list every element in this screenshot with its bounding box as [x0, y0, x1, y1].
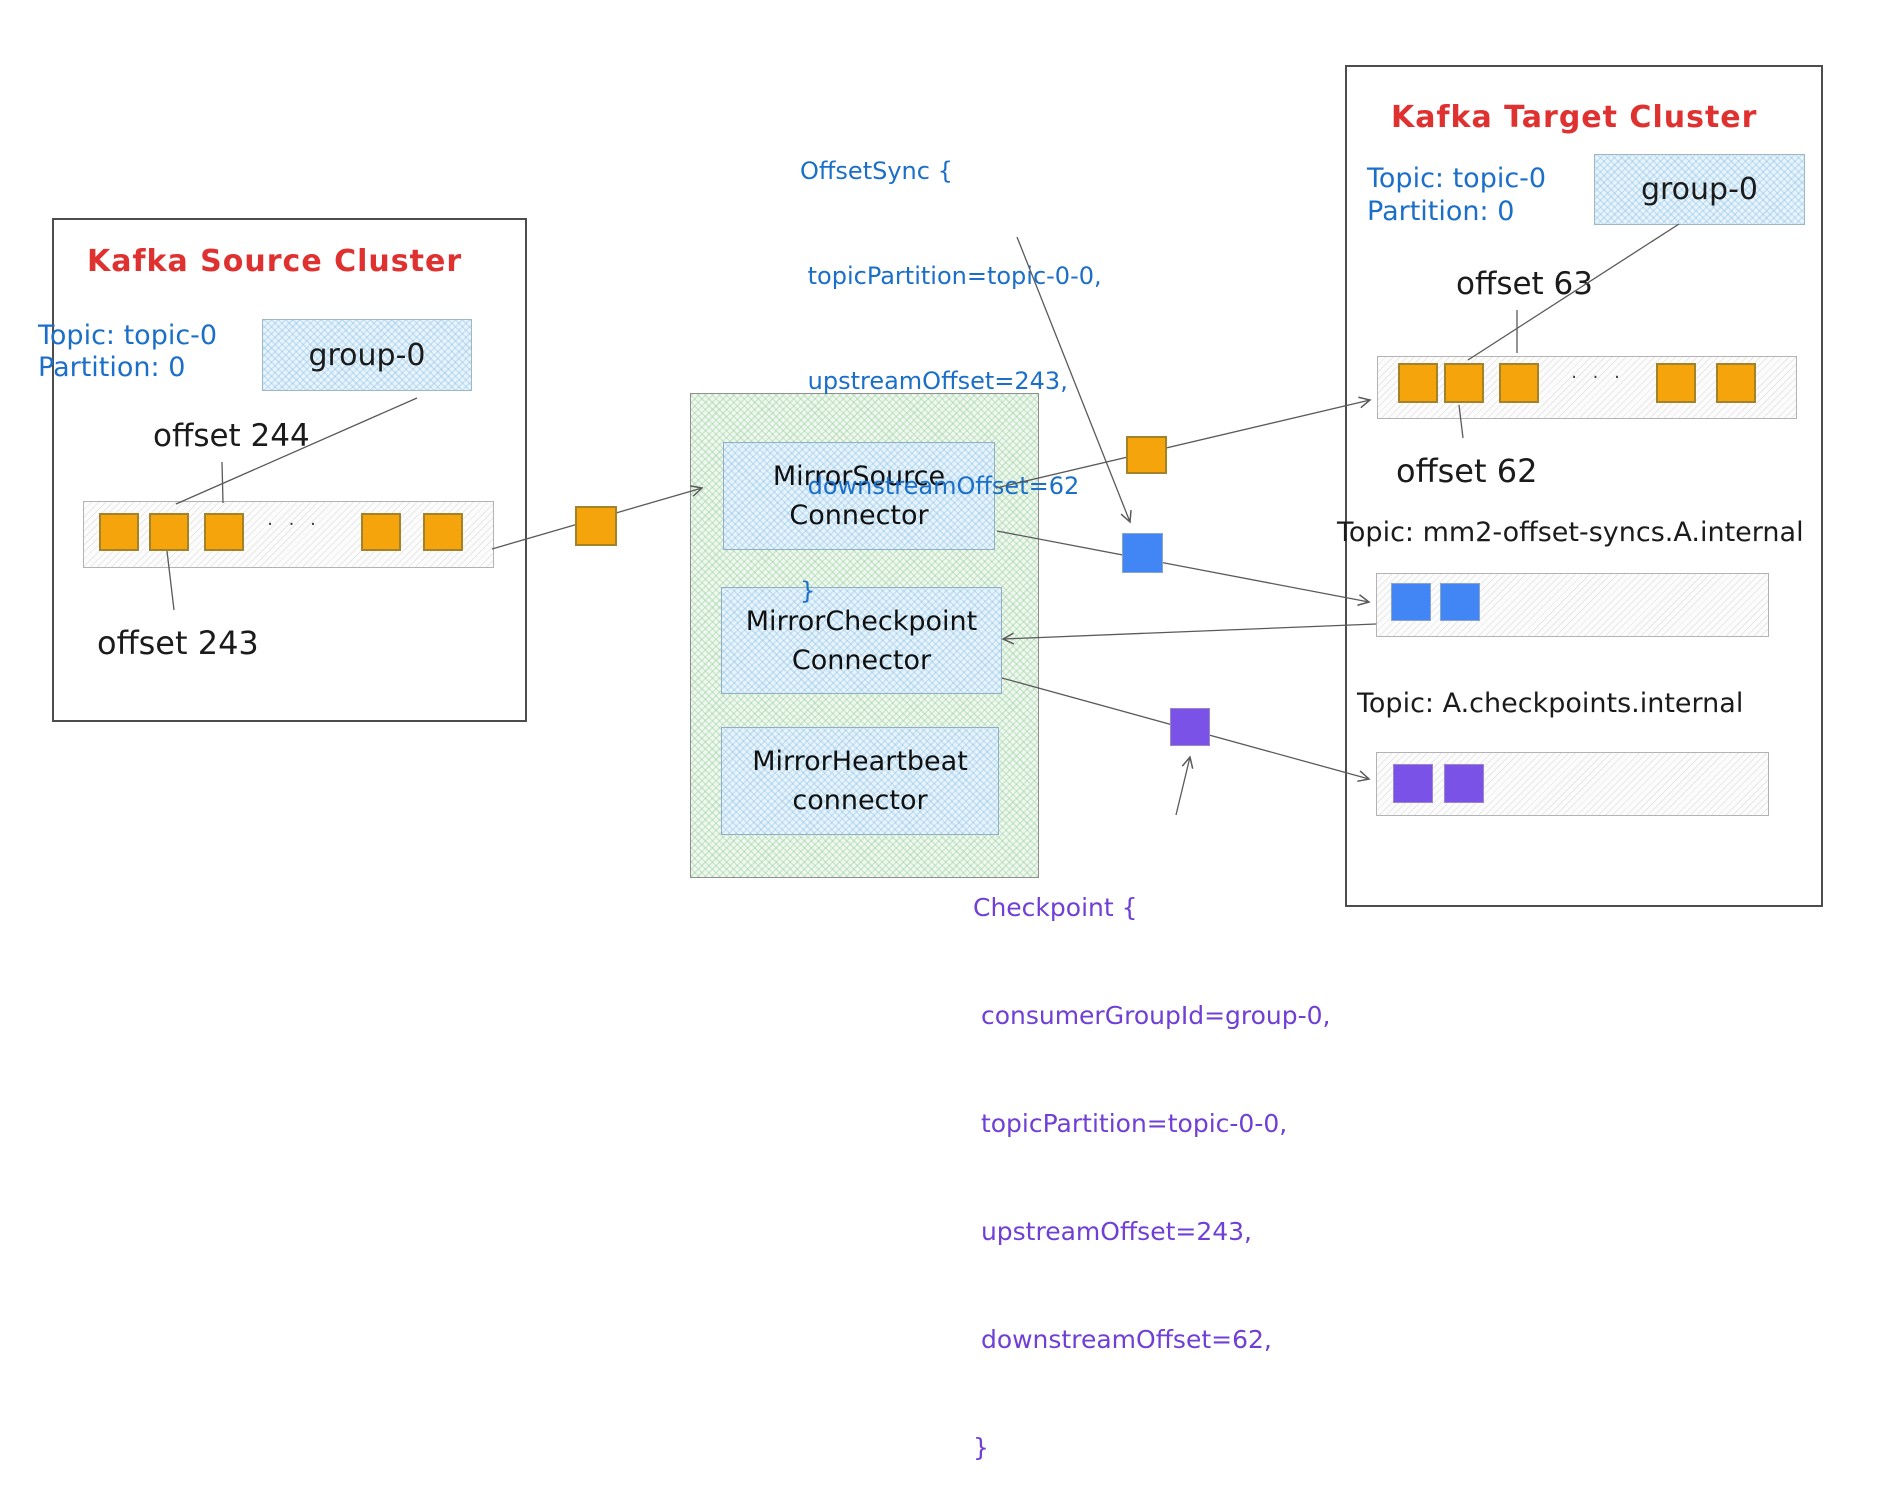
checkpoint-line: Checkpoint {: [973, 893, 1138, 922]
offsetsync-line: OffsetSync {: [800, 157, 953, 185]
record-square: [1440, 583, 1480, 621]
target-cluster-title: Kafka Target Cluster: [1391, 100, 1758, 135]
mirror-source-connector-label-line2: Connector: [789, 500, 929, 531]
mirror-checkpoint-connector-box: MirrorCheckpoint Connector: [721, 587, 1002, 694]
arrow-mirrorsource-to-target-partition: [995, 396, 1372, 489]
arrow-offsetsync-annotation-to-record: [1016, 236, 1132, 524]
checkpoint-line: consumerGroupId=group-0,: [973, 1001, 1331, 1030]
inflight-source-record-square: [575, 506, 617, 546]
source-consumer-group-box: group-0: [262, 319, 472, 391]
offsetsync-line: downstreamOffset=62: [800, 472, 1080, 500]
record-square: [1716, 363, 1756, 403]
target-consumer-group-label: group-0: [1640, 172, 1759, 207]
record-square: [99, 513, 139, 551]
record-square: [149, 513, 189, 551]
source-next-offset-label: offset 244: [153, 418, 310, 454]
offset-syncs-topic-bar: [1376, 573, 1769, 637]
offsetsync-line: topicPartition=topic-0-0,: [800, 262, 1102, 290]
record-square: [1499, 363, 1539, 403]
mirror-heartbeat-connector-label-line1: MirrorHeartbeat: [752, 746, 968, 777]
target-next-offset-label: offset 63: [1456, 266, 1594, 302]
mirror-checkpoint-connector-label-line2: Connector: [791, 644, 932, 676]
target-replicated-offset-label: offset 62: [1396, 452, 1538, 490]
inflight-offsetsync-record-square: [1122, 533, 1163, 573]
arrow-mirrorsource-to-offset-syncs-topic: [996, 530, 1371, 606]
record-square: [1444, 363, 1484, 403]
checkpoint-line: upstreamOffset=243,: [973, 1217, 1252, 1246]
mirror-heartbeat-connector-box: MirrorHeartbeat connector: [721, 727, 999, 835]
checkpoints-topic-bar: [1376, 752, 1769, 816]
target-consumer-group-box: group-0: [1594, 154, 1805, 225]
target-topic-label: Topic: topic-0: [1367, 163, 1547, 194]
target-partition-bar: · · ·: [1377, 356, 1797, 419]
source-partition-bar: · · ·: [83, 501, 494, 568]
record-square: [361, 513, 401, 551]
mirror-heartbeat-connector-label-line2: connector: [792, 785, 928, 816]
source-cluster-title: Kafka Source Cluster: [87, 244, 463, 279]
arrow-offset-syncs-topic-to-mirrorcheckpoint: [1001, 623, 1377, 645]
line-source-group-to-offset-244: [175, 397, 418, 505]
inflight-replicated-record-square: [1126, 436, 1167, 474]
tick-offset-243: [166, 550, 175, 611]
ellipsis: · · ·: [1571, 367, 1625, 388]
arrow-checkpoint-annotation-to-record: [1175, 755, 1194, 816]
offsetsync-line: upstreamOffset=243,: [800, 367, 1068, 395]
mm2-architecture-diagram: { "colors": { "red_title": "#e03131", "b…: [38, 65, 1823, 1462]
mirror-source-connector-label-line1: MirrorSource: [772, 461, 946, 492]
record-square: [1656, 363, 1696, 403]
source-partition-label: Partition: 0: [38, 352, 186, 383]
mirror-checkpoint-connector-label-line1: MirrorCheckpoint: [745, 605, 978, 637]
record-square: [1391, 583, 1431, 621]
checkpoint-line: downstreamOffset=62,: [973, 1325, 1272, 1354]
record-square: [1393, 764, 1433, 803]
source-topic-label: Topic: topic-0: [38, 320, 218, 351]
tick-offset-62: [1458, 404, 1464, 439]
source-cluster-box: [52, 218, 527, 722]
line-target-group-to-offset-63: [1467, 223, 1680, 361]
checkpoints-topic-label: Topic: A.checkpoints.internal: [1357, 688, 1744, 719]
record-square: [204, 513, 244, 551]
ellipsis: · · ·: [267, 514, 321, 535]
checkpoint-line: topicPartition=topic-0-0,: [973, 1109, 1288, 1138]
tick-offset-244: [221, 461, 224, 504]
target-partition-label: Partition: 0: [1367, 196, 1515, 227]
source-consumer-group-label: group-0: [308, 337, 426, 373]
record-square: [1398, 363, 1438, 403]
record-square: [423, 513, 463, 551]
offset-syncs-topic-label: Topic: mm2-offset-syncs.A.internal: [1337, 517, 1804, 548]
offsetsync-annotation: OffsetSync { topicPartition=topic-0-0, u…: [800, 84, 1102, 644]
source-committed-offset-label: offset 243: [97, 624, 259, 662]
inflight-checkpoint-record-square: [1170, 708, 1210, 746]
mirror-source-connector-box: MirrorSource Connector: [723, 442, 995, 550]
arrow-layer: [166, 223, 1680, 816]
offsetsync-line: }: [800, 577, 816, 605]
record-square: [1444, 764, 1484, 803]
checkpoint-line: }: [973, 1433, 989, 1462]
